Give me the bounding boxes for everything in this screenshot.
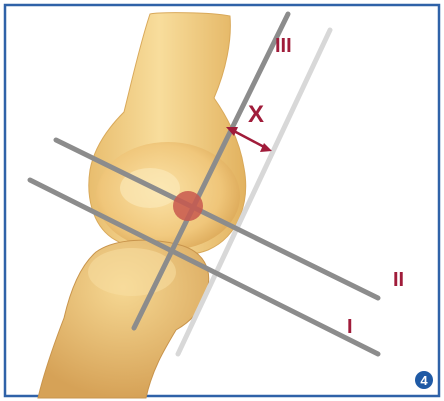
axis-III-label: III (275, 35, 292, 57)
offset-label: X (248, 101, 264, 128)
figure-number: 4 (420, 373, 428, 388)
rotation-center-marker (173, 191, 203, 221)
axis-II-label: II (393, 269, 404, 291)
axis-I-label: I (347, 316, 353, 338)
